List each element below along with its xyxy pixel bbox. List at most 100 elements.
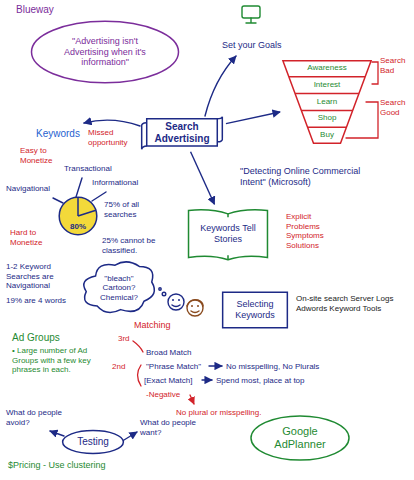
- pie-wedge: [78, 197, 96, 216]
- node-text: "Advertising isn't Advertising when it's…: [50, 36, 160, 68]
- branch-heading: Matching: [134, 320, 171, 331]
- branch-heading: Keywords: [36, 128, 80, 140]
- connector-arrow: [226, 112, 280, 124]
- funnel-band-line: [295, 93, 359, 95]
- list-note: On-site search Server Logs Adwords Keywo…: [296, 294, 396, 313]
- banner-curl: [142, 123, 147, 150]
- person-eye: [178, 299, 180, 301]
- funnel-band-line: [307, 126, 346, 128]
- stat-note: 19% are 4 words: [6, 296, 66, 306]
- thought-cloud: "bleach"Cartoon?Chemical?: [80, 258, 158, 318]
- question-note: What do people avoid?: [6, 408, 76, 427]
- testing-oval: Testing: [62, 430, 124, 454]
- funnel-stage: Shop: [304, 110, 349, 127]
- rank-note: 3rd: [118, 334, 130, 344]
- planner-oval: Google AdPlanner: [250, 415, 350, 461]
- node-text-group: Google AdPlanner: [266, 425, 334, 451]
- question-arrow: [50, 431, 64, 436]
- node-text-group: Search Advertising: [150, 121, 214, 145]
- node-text-group: Selecting Keywords: [227, 299, 283, 321]
- funnel-stage: Buy: [310, 127, 343, 144]
- node-text: Cartoon?: [92, 283, 146, 293]
- person-eye: [172, 299, 174, 301]
- funnel-note: Search Good: [380, 98, 410, 117]
- match-type: [Exact Match]: [144, 376, 192, 386]
- side-note: Easy to Monetize: [20, 146, 66, 165]
- node-text: Keywords Tell Stories: [196, 223, 260, 245]
- note-leader: [190, 395, 194, 404]
- funnel-row: Awareness: [286, 60, 368, 77]
- match-type: Broad Match: [146, 348, 191, 358]
- person-mouth: [191, 311, 199, 313]
- funnel-row: Interest: [292, 77, 362, 94]
- author-name: Blueway: [16, 4, 54, 16]
- match-type: "Phrase Match": [146, 362, 201, 372]
- banner-curl: [217, 117, 222, 142]
- node-text: Search Advertising: [150, 121, 214, 145]
- book-node: Keywords Tell Stories: [186, 206, 270, 262]
- category-label: Informational: [92, 178, 138, 188]
- funnel-stage: Interest: [292, 77, 362, 94]
- oval-outline: [63, 430, 124, 453]
- pie-chart: 80%: [58, 196, 98, 236]
- branch-line: [76, 178, 82, 197]
- oval-outline: [251, 416, 349, 460]
- funnel-band-line: [301, 110, 352, 112]
- node-text-group: Testing: [72, 436, 114, 448]
- oval-outline: [32, 21, 179, 82]
- funnel-stage: Awareness: [286, 60, 368, 77]
- side-note: Missed opportunity: [88, 128, 134, 147]
- funnel-row: Buy: [310, 127, 343, 144]
- funnel-diagram: AwarenessInterestLearnShopBuy: [282, 60, 372, 144]
- box-outline: [223, 292, 288, 327]
- side-note: Hard to Monetize: [10, 228, 54, 247]
- pie-disc: [59, 197, 97, 235]
- person-hair: [187, 300, 203, 306]
- person-head: [187, 300, 203, 316]
- thought-bubble: [162, 292, 166, 296]
- match-note: No plural or misspelling.: [176, 408, 261, 418]
- note-arrow: [202, 379, 212, 380]
- person-eye: [197, 305, 199, 307]
- note-arrow: [209, 365, 222, 366]
- node-text-group: 80%: [61, 222, 95, 232]
- node-text: "bleach": [92, 274, 146, 284]
- match-type: -Negative: [146, 390, 180, 400]
- branch-heading: Ad Groups: [12, 332, 60, 344]
- thought-bubble: [159, 288, 161, 290]
- funnel-row: Shop: [304, 110, 349, 127]
- node-text-group: "Advertising isn't Advertising when it's…: [50, 36, 160, 68]
- funnel-outline: [283, 61, 371, 143]
- goal-arrow: [205, 56, 236, 116]
- stat-note: 25% cannot be classified.: [102, 236, 164, 255]
- bracket: [346, 102, 378, 138]
- book-outline: [189, 210, 268, 260]
- branch-line: [92, 192, 106, 201]
- goal-icon: [242, 6, 260, 18]
- keywords-arrow: [84, 120, 140, 126]
- goal-icon-stand: [246, 18, 256, 23]
- node-text: Chemical?: [92, 293, 146, 303]
- category-label: Transactional: [64, 164, 112, 174]
- question-note: What do people want?: [140, 418, 200, 437]
- person-eye: [191, 305, 193, 307]
- cloud-outline: [84, 262, 155, 313]
- title-banner: Search Advertising: [140, 116, 224, 150]
- bracket: [372, 62, 378, 84]
- node-text: Google AdPlanner: [266, 425, 334, 451]
- funnel-row: Learn: [298, 94, 356, 111]
- node-text: 80%: [61, 222, 95, 232]
- branch-line: [53, 198, 63, 203]
- connector-arrow: [191, 152, 215, 204]
- quote-oval: "Advertising isn't Advertising when it's…: [30, 20, 180, 84]
- category-label: Navigational: [6, 184, 50, 194]
- funnel-note: Search Bad: [380, 56, 410, 75]
- funnel-band-line: [289, 76, 365, 78]
- bullet-note: • Large number of Ad Groups with a few k…: [12, 346, 98, 375]
- funnel-stage: Learn: [298, 94, 356, 111]
- rank-bracket: [138, 365, 142, 386]
- stat-note: 1-2 Keyword Searches are Navigational: [6, 262, 78, 291]
- stat-note: 75% of all searches: [104, 200, 158, 219]
- process-box: Selecting Keywords: [222, 292, 288, 328]
